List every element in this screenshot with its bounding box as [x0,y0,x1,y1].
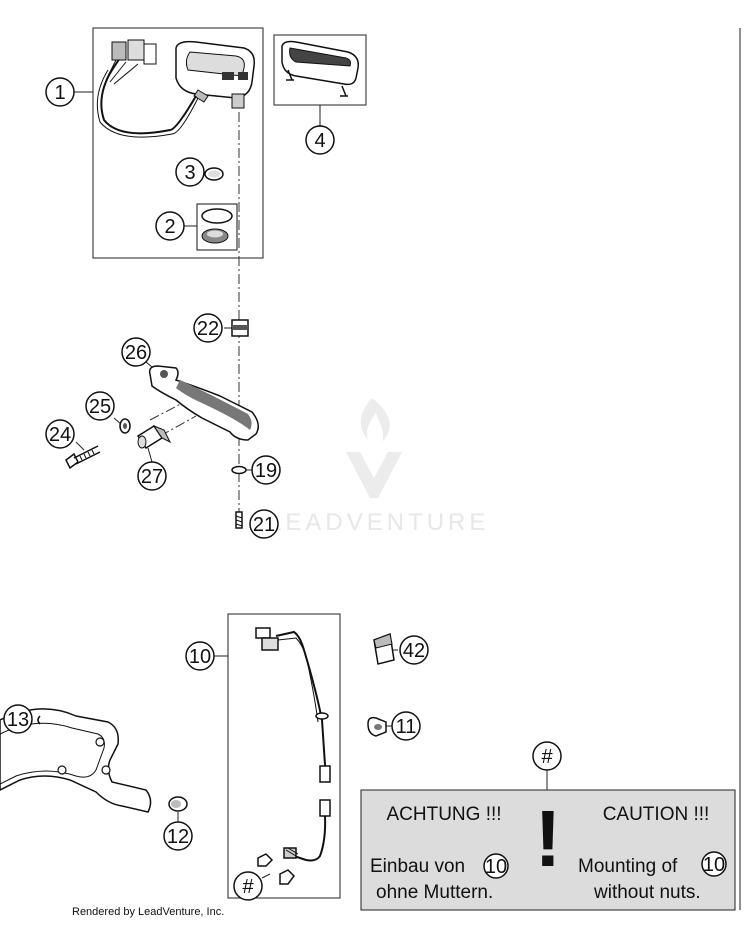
part-25-washer [119,418,131,434]
svg-text:26: 26 [125,342,147,364]
part-11-clip [367,716,387,737]
callout-27: 27 [137,461,167,491]
callout-12: 12 [163,821,193,851]
caution-en-line2: without nuts. [593,882,701,903]
part-4-cover [281,40,360,97]
group-box-1 [92,27,264,259]
caution-de-line2: ohne Muttern. [376,882,493,903]
svg-text:1: 1 [54,82,65,104]
svg-text:2: 2 [164,216,175,238]
svg-text:42: 42 [403,640,425,662]
caution-title-en: CAUTION !!! [603,804,710,825]
svg-text:3: 3 [184,162,195,184]
svg-text:4: 4 [314,130,325,152]
part-10-speed-sensor [255,627,331,885]
callout-hash-nuts: # [233,871,263,901]
part-21-screw [235,511,243,529]
callout-13: 13 [3,704,33,734]
part-22-grommet [231,319,249,337]
callout-10: 10 [185,641,215,671]
caution-de-line1: Einbau von [370,856,465,877]
callout-21: 21 [249,509,279,539]
part-1-speedometer [96,39,256,138]
svg-text:22: 22 [197,318,219,340]
svg-text:10: 10 [189,646,211,668]
svg-text:25: 25 [89,396,111,418]
svg-text:#: # [242,876,254,898]
caution-panel [360,789,736,911]
svg-text:11: 11 [396,716,417,738]
caution-box: ACHTUNG !!! CAUTION !!! ! Einbau von 10 … [360,789,736,911]
part-26-bracket [148,365,259,441]
caution-en-line1: Mounting of [578,856,678,877]
svg-text:13: 13 [7,709,29,731]
callout-22: 22 [193,313,223,343]
watermark: LEADVENTURE [268,398,489,536]
callout-11: 11 [391,711,421,741]
callout-1: 1 [45,77,75,107]
svg-text:27: 27 [141,466,163,488]
callout-2: 2 [155,211,185,241]
caution-en-ref-circle [701,851,727,877]
callout-hash-caution: # [532,741,562,771]
svg-text:21: 21 [253,514,275,536]
part-3-cap [204,167,224,181]
part-2-seal-kit [196,203,238,251]
svg-text:19: 19 [255,460,277,482]
svg-text:12: 12 [167,826,189,848]
footer-credit: Rendered by LeadVenture, Inc. [72,906,225,918]
exclamation-icon: ! [535,794,562,883]
callout-26: 26 [121,337,151,367]
svg-text:24: 24 [49,424,71,446]
callout-3: 3 [175,157,205,187]
caution-title-de: ACHTUNG !!! [386,804,501,825]
leader-lines [31,91,548,879]
group-box-10 [227,613,341,899]
part-27-sleeve [136,424,172,450]
callout-4: 4 [305,125,335,155]
caution-de-ref-label: 10 [485,856,507,878]
callout-19: 19 [251,455,281,485]
caution-en-ref-label: 10 [703,854,725,876]
caution-de-ref-circle [483,853,509,879]
callout-42: 42 [399,635,429,665]
callout-25: 25 [85,391,115,421]
callouts: 1 2 3 4 10 11 12 13 19 21 22 24 25 26 27… [3,77,562,901]
svg-text:#: # [541,746,553,768]
part-42-cover [373,632,395,665]
part-19-washer [231,465,247,475]
watermark-text: LEADVENTURE [268,509,489,536]
part-13-disc-guard [0,708,152,813]
part-12-bushing [168,796,188,812]
part-24-bolt [65,445,101,470]
callout-24: 24 [45,419,75,449]
